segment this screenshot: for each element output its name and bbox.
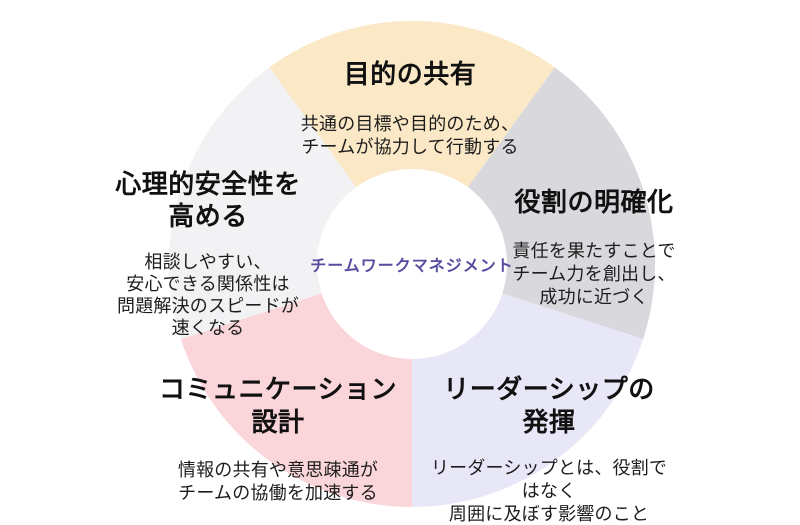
- segment-title: 心理的安全性を 高める: [115, 169, 301, 231]
- segment-label-purpose: 目的の共有 共通の目標や目的のため、 チームが協力して行動する: [301, 40, 519, 177]
- segment-label-communication: コミュニケーション 設計 情報の共有や意思疎通が チームの協働を加速する: [159, 355, 397, 523]
- segment-label-roles: 役割の明確化 責任を果たすことで チーム力を創出し、 成功に近づく: [512, 168, 675, 327]
- segment-description: 責任を果たすことで チーム力を創出し、 成功に近づく: [512, 241, 676, 307]
- segment-description: リーダーシップとは、役割ではなく 周囲に及ぼす影響のこと: [430, 458, 668, 524]
- diagram-center-title: チームワークマネジメント: [310, 258, 514, 275]
- donut-center-hole: [317, 169, 507, 359]
- segment-title: リーダーシップの 発揮: [443, 374, 655, 437]
- segment-description: 共通の目標や目的のため、 チームが協力して行動する: [300, 114, 520, 157]
- segment-title: コミュニケーション 設計: [159, 374, 397, 437]
- segment-label-leadership: リーダーシップの 発揮 リーダーシップとは、役割ではなく 周囲に及ぼす影響のこと: [424, 355, 675, 525]
- segment-title: 目的の共有: [343, 59, 477, 89]
- segment-label-safety: 心理的安全性を 高める 相談しやすい、 安心できる関係性は 問題解決のスピードが…: [115, 150, 301, 357]
- segment-description: 情報の共有や意思疎通が チームの協働を加速する: [177, 460, 379, 503]
- segment-description: 相談しやすい、 安心できる関係性は 問題解決のスピードが 速くなる: [116, 252, 299, 338]
- segment-title: 役割の明確化: [514, 187, 674, 217]
- segment-wedge-purpose: [269, 21, 555, 265]
